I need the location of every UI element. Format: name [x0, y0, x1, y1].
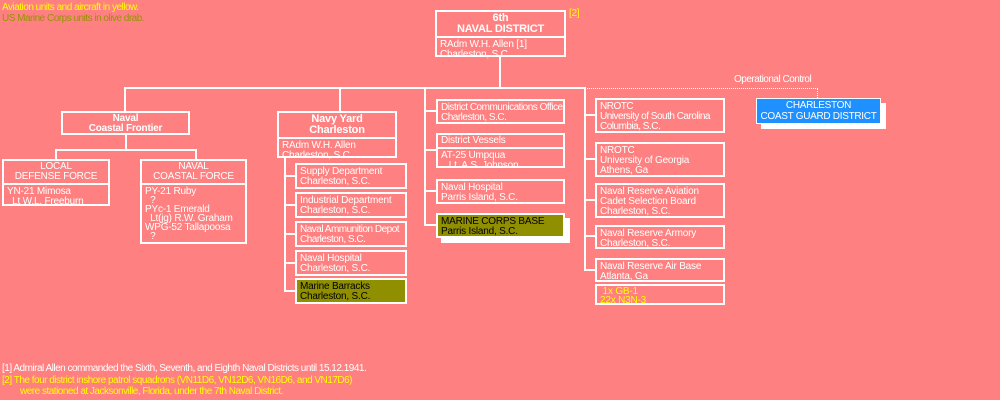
box-body: RAdm W.H. Allen Charleston, S.C. — [282, 140, 356, 161]
box-navy-yard-charleston: Navy Yard Charleston RAdm W.H. Allen Cha… — [277, 111, 397, 161]
box-body: Marine Barracks Charleston, S.C. — [300, 281, 371, 302]
box-naval-reserve-aviation-board: Naval Reserve Aviation Cadet Selection B… — [595, 183, 725, 218]
box-marine-barracks: Marine Barracks Charleston, S.C. — [295, 278, 407, 304]
footnote-1: [1] Admiral Allen commanded the Sixth, S… — [2, 363, 367, 374]
box-naval-reserve-armory: Naval Reserve Armory Charleston, S.C. — [595, 225, 725, 249]
legend-marine-note: US Marine Corps units in olive drab. — [2, 13, 145, 24]
box-body: Naval Ammunition Depot Charleston, S.C. — [300, 224, 400, 245]
box-supply-department: Supply Department Charleston, S.C. — [295, 163, 407, 189]
connector-navy-yard-spine — [284, 157, 286, 292]
box-nrotc-georgia: NROTC University of Georgia Athens, Ga — [595, 142, 725, 177]
box-title: District Vessels — [438, 135, 563, 149]
box-naval-ammunition-depot: Naval Ammunition Depot Charleston, S.C. — [295, 221, 407, 247]
operational-control-dotted-line — [587, 88, 818, 89]
box-title: NAVAL COASTAL FORCE — [142, 161, 245, 185]
connector-main-horizontal — [124, 87, 586, 89]
connector-frontier-riser — [125, 134, 127, 151]
connector-stub-nrotc-ga — [584, 158, 595, 160]
connector-stub-naval-hospital-pi — [424, 190, 436, 192]
connector-stub-air-base — [584, 269, 595, 271]
box-body: Naval Reserve Air Base Atlanta, Ga — [600, 261, 702, 282]
box-body: RAdm W.H. Allen [1] Charleston, S.C. — [440, 39, 527, 60]
box-body: MARINE CORPS BASE Parris Island, S.C. — [441, 216, 545, 237]
box-6th-naval-district: 6th NAVAL DISTRICT RAdm W.H. Allen [1] C… — [435, 10, 566, 60]
box-naval-reserve-air-base: Naval Reserve Air Base Atlanta, Ga — [595, 258, 725, 282]
connector-frontier-drop — [124, 87, 126, 111]
connector-stub-district-vessels — [424, 149, 436, 151]
box-title: 6th NAVAL DISTRICT — [437, 12, 564, 38]
footnote2-marker: [2] — [569, 8, 580, 19]
connector-root-drop — [499, 57, 501, 89]
connector-ncf-drop — [195, 149, 197, 159]
connector-stub-industrial — [284, 204, 295, 206]
box-body: Naval Hospital Parris Island, S.C. — [441, 182, 518, 203]
box-naval-hospital-charleston: Naval Hospital Charleston, S.C. — [295, 250, 407, 276]
connector-ldf-drop — [55, 149, 57, 159]
legend-aviation-note: Aviation units and aircraft in yellow. — [2, 2, 139, 13]
connector-stub-supply — [284, 175, 295, 177]
operational-control-label: Operational Control — [734, 74, 812, 85]
box-district-communications-office: District Communications Office Charlesto… — [436, 99, 565, 124]
connector-stub-nrotc-sc — [584, 114, 595, 116]
box-title: Naval Coastal Frontier — [88, 113, 163, 134]
box-nrotc-south-carolina: NROTC University of South Carolina Colum… — [595, 98, 725, 133]
connector-right-spine — [584, 87, 586, 271]
footnote-2-continued: were stationed at Jacksonville, Florida,… — [20, 386, 283, 397]
box-body: 1x GB-1 22x N3N-3 — [600, 286, 646, 306]
box-naval-coastal-force: NAVAL COASTAL FORCE PY-21 Ruby ? PYc-1 E… — [140, 159, 247, 244]
box-naval-coastal-frontier: Naval Coastal Frontier — [61, 111, 190, 135]
connector-middle-spine — [424, 87, 426, 226]
box-body: AT-25 Umpqua Lt A.S. Johnson — [441, 150, 519, 171]
connector-stub-marine-corps-base — [424, 224, 436, 226]
box-body: Naval Reserve Aviation Cadet Selection B… — [600, 186, 699, 217]
box-local-defense-force: LOCAL DEFENSE FORCE YN-21 Mimosa Lt W.L.… — [2, 159, 110, 207]
connector-stub-aviation-board — [584, 199, 595, 201]
box-body: Supply Department Charleston, S.C. — [300, 166, 383, 187]
box-district-vessels: District Vessels AT-25 Umpqua Lt A.S. Jo… — [436, 133, 565, 171]
box-title: Navy Yard Charleston — [279, 113, 395, 139]
connector-stub-hospital — [284, 262, 295, 264]
footnote-2: [2] The four district inshore patrol squ… — [2, 375, 353, 386]
box-body: NROTC University of South Carolina Colum… — [600, 101, 710, 132]
box-air-base-aircraft: 1x GB-1 22x N3N-3 — [595, 284, 725, 306]
box-body: Naval Reserve Armory Charleston, S.C. — [600, 228, 697, 249]
connector-stub-armory — [584, 235, 595, 237]
box-naval-hospital-parris-island: Naval Hospital Parris Island, S.C. — [436, 179, 565, 204]
box-body: PY-21 Ruby ? PYc-1 Emerald Lt(jg) R.W. G… — [145, 186, 233, 242]
box-title: CHARLESTON COAST GUARD DISTRICT — [760, 100, 877, 122]
connector-frontier-horizontal — [55, 149, 197, 151]
operational-control-dotted-drop — [817, 89, 818, 98]
box-marine-corps-base: MARINE CORPS BASE Parris Island, S.C. — [436, 213, 565, 238]
connector-stub-barracks — [284, 290, 295, 292]
box-industrial-department: Industrial Department Charleston, S.C. — [295, 192, 407, 218]
box-title: LOCAL DEFENSE FORCE — [4, 161, 108, 185]
connector-stub-dco — [424, 110, 436, 112]
box-charleston-coast-guard-district: CHARLESTON COAST GUARD DISTRICT — [756, 98, 881, 124]
box-body: District Communications Office Charlesto… — [441, 102, 563, 123]
box-body: Industrial Department Charleston, S.C. — [300, 195, 392, 216]
connector-stub-ammunition — [284, 233, 295, 235]
connector-navy-yard-drop — [339, 87, 341, 111]
box-body: YN-21 Mimosa Lt W.L. Freeburn — [7, 186, 84, 207]
box-body: NROTC University of Georgia Athens, Ga — [600, 145, 690, 176]
box-body: Naval Hospital Charleston, S.C. — [300, 253, 371, 274]
